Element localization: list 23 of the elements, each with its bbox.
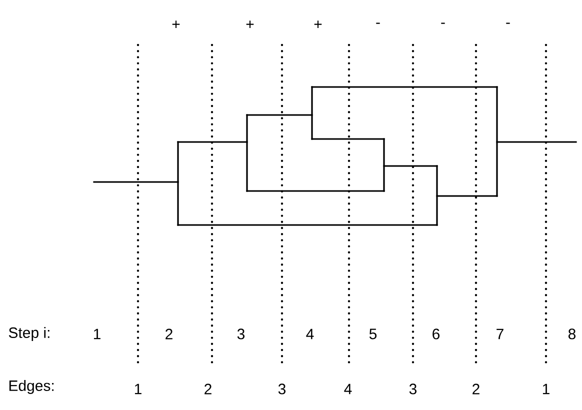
step-number: 4 <box>306 328 314 340</box>
sign-label: + <box>172 20 180 28</box>
edge-count: 3 <box>278 384 286 394</box>
edge-count: 3 <box>409 384 416 394</box>
step-number: 8 <box>568 328 576 340</box>
sign-label: - <box>441 22 445 24</box>
edge-count: 1 <box>542 384 550 394</box>
step-number: 3 <box>237 328 245 340</box>
edge-count: 2 <box>204 384 212 394</box>
sign-label: + <box>314 20 322 28</box>
step-number: 6 <box>432 328 440 340</box>
row-label: Edges: <box>9 380 54 394</box>
sign-label: + <box>246 20 254 28</box>
sign-label: - <box>376 22 380 24</box>
step-number: 7 <box>496 328 504 340</box>
edge-count: 1 <box>134 384 142 394</box>
step-number: 1 <box>94 328 100 340</box>
edge-count: 2 <box>472 384 480 394</box>
step-number: 5 <box>369 328 377 340</box>
edge-count: 4 <box>344 384 352 394</box>
sign-label: - <box>506 22 510 24</box>
row-label: Step i: <box>8 327 50 341</box>
step-number: 2 <box>166 328 172 340</box>
